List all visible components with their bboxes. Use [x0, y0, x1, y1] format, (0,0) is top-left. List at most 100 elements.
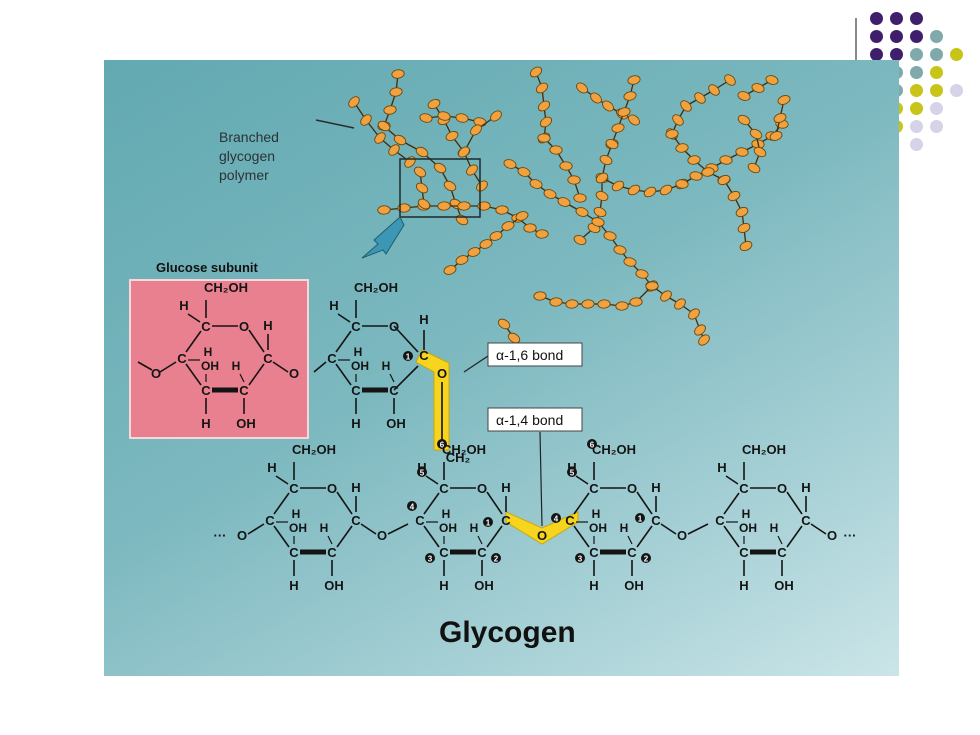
glucose-bead [599, 154, 613, 166]
glucose-bead [495, 205, 509, 215]
atom-label: C [415, 513, 425, 528]
atom-label: O [537, 528, 547, 543]
atom-label: H [651, 480, 660, 495]
atom-label: H [292, 507, 301, 521]
carbon-number: 3 [578, 555, 583, 564]
atom-label: C [565, 513, 575, 528]
glucose-bead [615, 301, 629, 311]
decor-dot [950, 84, 963, 97]
atom-label: H [770, 521, 779, 535]
bond16-label: α-1,6 bond [496, 347, 563, 363]
glucose-bead [737, 222, 751, 234]
bond14-label: α-1,4 bond [496, 412, 563, 428]
carbon-number-badge [403, 351, 413, 361]
glucose-bead [458, 146, 470, 158]
glucose-bead [687, 155, 701, 165]
bond-line [393, 365, 419, 391]
atom-label: O [327, 481, 337, 496]
glucose-bead [694, 324, 706, 336]
atom-label: H [589, 578, 598, 593]
branched-label-2: glycogen [219, 148, 275, 164]
decor-dot [870, 12, 883, 25]
glucose-bead [753, 146, 767, 158]
glucose-bead [529, 179, 543, 189]
glucose-bead [701, 167, 715, 177]
glucose-bead [724, 74, 736, 86]
glucose-bead [751, 83, 765, 93]
zoom-arrow [361, 216, 405, 259]
atom-label: H [620, 521, 629, 535]
bond-line [387, 523, 409, 535]
atom-label: C [651, 513, 661, 528]
atom-label: C [777, 545, 787, 560]
decor-dot [910, 102, 923, 115]
glucose-bead [479, 239, 493, 249]
glucose-bead [404, 156, 416, 168]
glucose-bead [623, 91, 637, 101]
decor-dot [950, 48, 963, 61]
bond-line [336, 525, 353, 548]
glucose-bead [735, 206, 749, 218]
glucose-bead [443, 265, 457, 275]
bond-line [477, 535, 483, 545]
bond-line [159, 361, 177, 373]
atom-label: H [204, 345, 213, 359]
glucose-bead [537, 133, 551, 143]
atom-label: C [177, 351, 187, 366]
glucose-bead [507, 332, 521, 344]
atom-label: C [289, 545, 299, 560]
glucose-bead [377, 205, 391, 215]
glucose-bead [383, 105, 397, 115]
bond-line [423, 492, 440, 515]
atom-label: H [329, 298, 338, 313]
bond-line [239, 373, 245, 383]
decor-dot [930, 120, 943, 133]
glucose-bead [573, 193, 587, 203]
zoom-box [399, 158, 481, 218]
carbon-number-badge [407, 501, 417, 511]
carbon-number-badge [575, 553, 585, 563]
glucose-bead [769, 131, 783, 141]
atom-label: O [677, 528, 687, 543]
glucose-bead [628, 114, 640, 126]
bond-line [273, 525, 290, 548]
atom-label: C [589, 481, 599, 496]
glucose-bead [575, 207, 589, 217]
glucose-bead [565, 299, 579, 309]
glucose-bead [348, 96, 360, 108]
glucose-bead [597, 299, 611, 309]
bond-line [389, 373, 395, 383]
bond-line [573, 525, 590, 548]
atom-label: H [419, 312, 428, 327]
ch2-label: CH₂ [446, 450, 471, 465]
atom-label: C [439, 481, 449, 496]
glucose-bead [739, 240, 753, 252]
glucose-bead [391, 69, 405, 79]
atom-label: OH [289, 521, 307, 535]
glucose-bead [737, 114, 751, 126]
bond-line [725, 475, 739, 485]
glucose-bead [543, 189, 557, 199]
glucose-bead [415, 182, 429, 194]
glucose-subunit-box [129, 279, 309, 439]
glucose-bead [389, 87, 403, 97]
glucose-bead [427, 98, 441, 110]
glucose-bead [415, 146, 429, 158]
carbon-number-badge [437, 439, 447, 449]
glucose-bead [747, 162, 761, 174]
atom-label: C [627, 545, 637, 560]
glucose-bead [529, 66, 543, 78]
atom-label: H [232, 359, 241, 373]
glucose-bead [727, 190, 741, 202]
atom-label: C [201, 383, 211, 398]
atom-label: C [351, 319, 361, 334]
decor-dot [890, 48, 903, 61]
glucose-bead [643, 186, 657, 198]
glucose-bead [749, 128, 763, 140]
carbon-number: 5 [420, 469, 425, 478]
glucose-bead [455, 255, 469, 265]
atom-label: C [327, 351, 337, 366]
bond-line [185, 330, 202, 353]
decor-dot [930, 48, 943, 61]
